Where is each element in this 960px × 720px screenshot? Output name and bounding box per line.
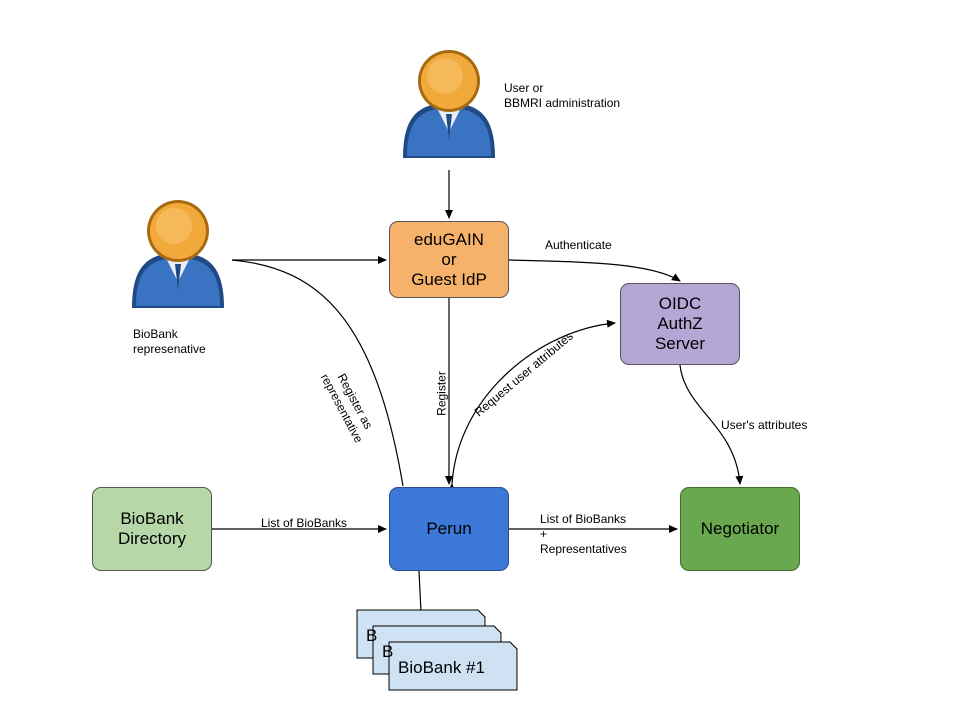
edge-oidc-to-negotiator [679,364,744,485]
edge-perun-oidc [447,319,616,493]
edge-perun-to-biobanks [418,570,422,613]
edugain-node: eduGAIN or Guest IdP [389,221,509,298]
negotiator-node: Negotiator [680,487,800,571]
user-actor-label: User or BBMRI administration [504,81,621,110]
authenticate-edge-label: Authenticate [545,238,612,252]
biobank-rep-person-icon [132,200,224,308]
biobank-rep-actor-label: BioBank represenative [133,327,206,356]
list-of-biobanks-representatives-edge-label: List of BioBanks + Representatives [540,512,627,556]
perun-node: Perun [389,487,509,571]
edge-edugain-to-oidc [508,259,681,282]
register-edge-label: Register [434,371,449,416]
edge-rep-to-perun [231,259,404,487]
biobank-front-label: BioBank #1 [398,658,485,677]
biobank-back-label: B [366,626,378,645]
biobank-directory-node: BioBank Directory [92,487,212,571]
oidc-authz-server-node: OIDC AuthZ Server [620,283,740,365]
user-person-icon [403,50,495,158]
users-attributes-edge-label: User's attributes [721,418,808,432]
list-of-biobanks-edge-label: List of BioBanks [261,516,348,530]
biobank-middle-label: B [382,642,394,661]
biobank-doc-front [388,641,518,691]
